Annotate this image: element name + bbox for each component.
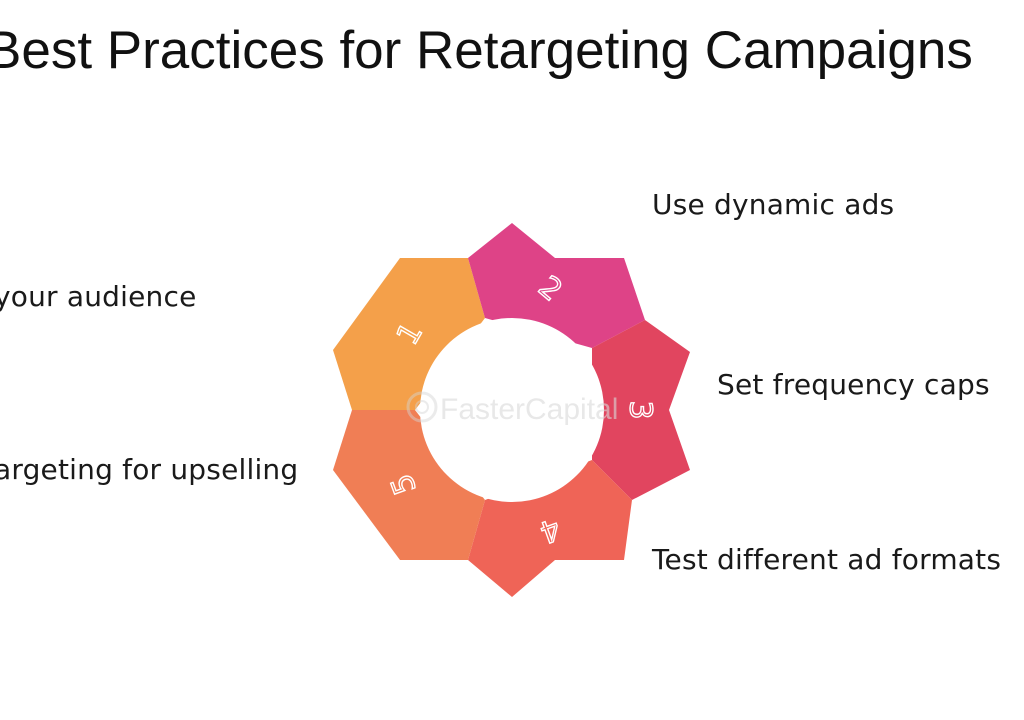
petal-2 — [468, 223, 645, 348]
step-label-3: Set frequency caps — [717, 368, 990, 401]
petal-5 — [333, 410, 485, 560]
step-label-2: Use dynamic ads — [652, 188, 895, 221]
step-label-5: argeting for upselling — [0, 453, 299, 486]
step-label-4: Test different ad formats — [652, 543, 1002, 576]
watermark-icon — [406, 391, 438, 423]
center-hole — [420, 318, 604, 502]
watermark-logo — [406, 391, 438, 423]
step-label-1: your audience — [0, 280, 197, 313]
page-title: Best Practices for Retargeting Campaigns — [0, 21, 973, 80]
petal-3 — [592, 320, 690, 500]
step-number-3: 3 — [623, 400, 658, 419]
petal-1 — [333, 258, 485, 410]
watermark-text: FasterCapital — [440, 393, 618, 426]
